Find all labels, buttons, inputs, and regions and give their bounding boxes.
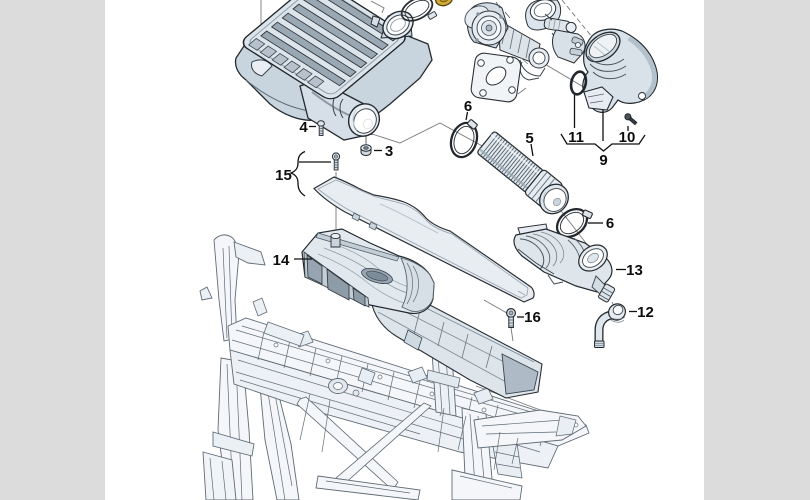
svg-text:16: 16 xyxy=(524,309,541,326)
svg-text:10: 10 xyxy=(619,129,636,146)
svg-text:14: 14 xyxy=(273,252,290,269)
svg-text:6: 6 xyxy=(606,215,614,232)
svg-text:9: 9 xyxy=(599,152,607,169)
svg-text:15: 15 xyxy=(275,167,292,184)
svg-text:5: 5 xyxy=(525,130,533,147)
svg-text:11: 11 xyxy=(568,129,584,146)
svg-text:13: 13 xyxy=(626,262,643,279)
svg-text:6: 6 xyxy=(464,98,472,115)
svg-text:4: 4 xyxy=(299,119,308,136)
svg-text:3: 3 xyxy=(385,143,393,160)
svg-text:12: 12 xyxy=(637,304,654,321)
